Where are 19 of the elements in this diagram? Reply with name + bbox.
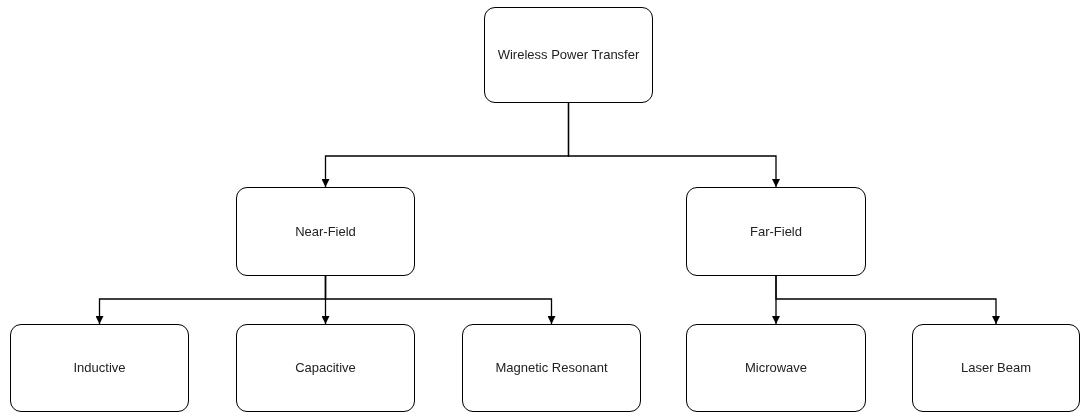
process-box [10, 324, 189, 412]
arrow [324, 275, 556, 325]
node-label: Inductive [73, 359, 126, 377]
arrow [775, 275, 1000, 325]
process-box [484, 7, 653, 103]
process-box [686, 324, 866, 412]
node-label: Wireless Power Transfer [497, 46, 640, 64]
node-label: Capacitive [295, 359, 356, 377]
process-box [462, 324, 641, 412]
node-label: Far-Field [750, 222, 802, 241]
process-box [912, 324, 1080, 412]
process-box [236, 324, 415, 412]
arrow [567, 102, 780, 188]
node-label: Near-Field [295, 222, 356, 241]
node-label: Microwave [744, 359, 808, 377]
process-box [236, 187, 415, 276]
process-box [686, 187, 866, 276]
node-label: Magnetic Resonant [495, 359, 608, 377]
node-label: Laser Beam [960, 359, 1032, 377]
